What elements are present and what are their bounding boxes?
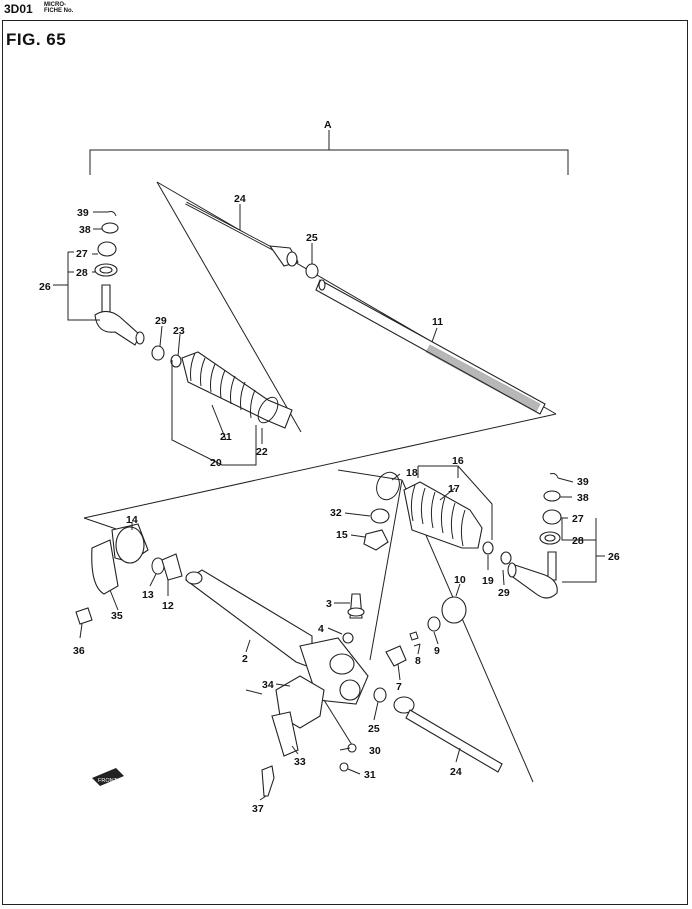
figure-title: FIG. 65 [6, 30, 67, 49]
callout-13: 13 [142, 589, 154, 601]
inner-tie-rod-lower [393, 696, 503, 773]
callout-30: 30 [369, 745, 381, 757]
bolt-37 [261, 765, 275, 797]
callout-28-right: 28 [572, 535, 584, 547]
lock-washer-upper [305, 263, 319, 279]
pinion-shaft [342, 593, 365, 644]
callout-2: 2 [242, 653, 248, 665]
callout-16: 16 [452, 455, 464, 467]
nut-15 [363, 529, 389, 551]
callout-9: 9 [434, 645, 440, 657]
callout-32: 32 [330, 507, 342, 519]
callout-39-right: 39 [577, 476, 589, 488]
rack-boot-lower [403, 481, 483, 549]
mount-left [75, 523, 183, 625]
tie-rod-end-right [507, 473, 562, 599]
callout-39: 39 [77, 207, 89, 219]
callout-20: 20 [210, 457, 222, 469]
callout-14: 14 [126, 514, 138, 526]
callout-18: 18 [406, 467, 418, 479]
callout-36: 36 [73, 645, 85, 657]
gear-housing [185, 569, 369, 705]
callout-27-right: 27 [572, 513, 584, 525]
callout-38: 38 [79, 224, 91, 236]
callout-28: 28 [76, 267, 88, 279]
callout-31: 31 [364, 769, 376, 781]
steering-rack [315, 279, 546, 415]
bracket-35 [91, 539, 119, 595]
callout-26: 26 [39, 281, 51, 293]
callout-29: 29 [155, 315, 167, 327]
assembly-label: A [324, 119, 332, 131]
callout-38-right: 38 [577, 492, 589, 504]
callout-29-right: 29 [498, 587, 510, 599]
callout-35: 35 [111, 610, 123, 622]
callout-17: 17 [448, 483, 460, 495]
bushing-32 [370, 508, 390, 524]
callout-25-lower: 25 [368, 723, 380, 735]
microfiche-line-2: FICHE No. [44, 8, 74, 14]
callout-4: 4 [318, 623, 324, 635]
callout-labels: 39 38 27 28 26 29 23 24 25 11 21 22 20 1… [39, 193, 620, 815]
callout-7: 7 [396, 681, 402, 693]
page-code: 3D01 [4, 2, 33, 16]
rack-yoke-group [385, 596, 467, 667]
callout-37: 37 [252, 803, 264, 815]
callout-22: 22 [256, 446, 268, 458]
front-arrow-marker: FRONT [92, 768, 124, 786]
clip-19 [482, 541, 494, 555]
callout-11: 11 [432, 316, 443, 328]
callout-21: 21 [220, 431, 232, 443]
bolt-36 [75, 607, 93, 625]
housing-clamp [245, 675, 357, 772]
callout-24-lower: 24 [450, 766, 462, 778]
callout-3: 3 [326, 598, 332, 610]
callout-10: 10 [454, 574, 466, 586]
callout-27: 27 [76, 248, 88, 260]
callout-33: 33 [294, 756, 306, 768]
microfiche-label: MICRO- FICHE No. [44, 2, 73, 14]
figure-frame [2, 20, 688, 905]
callout-leaders [53, 204, 605, 801]
boot-clamp-22 [257, 396, 279, 424]
callout-34: 34 [262, 679, 274, 691]
microfiche-line-1: MICRO- [44, 2, 66, 8]
callout-26-right: 26 [608, 551, 620, 563]
callout-25: 25 [306, 232, 318, 244]
lock-washer-lower [373, 687, 387, 703]
bushing-12 [161, 553, 183, 581]
callout-23: 23 [173, 325, 185, 337]
front-marker-text: FRONT [98, 778, 118, 784]
tie-rod-end-upper-left [94, 211, 145, 346]
rack-boot-upper [181, 351, 293, 429]
callout-24: 24 [234, 193, 246, 205]
callout-8: 8 [415, 655, 421, 667]
clip-23 [170, 354, 182, 368]
nut-29-upper [151, 345, 165, 361]
boot-clamp-18 [376, 471, 400, 501]
callout-12: 12 [162, 600, 174, 612]
nut-29-lower [500, 551, 512, 565]
callout-15: 15 [336, 529, 348, 541]
inner-tie-rod-upper [185, 201, 299, 267]
assembly-bracket: A [89, 119, 569, 175]
callout-19: 19 [482, 575, 494, 587]
group-leader-lines [83, 413, 557, 783]
